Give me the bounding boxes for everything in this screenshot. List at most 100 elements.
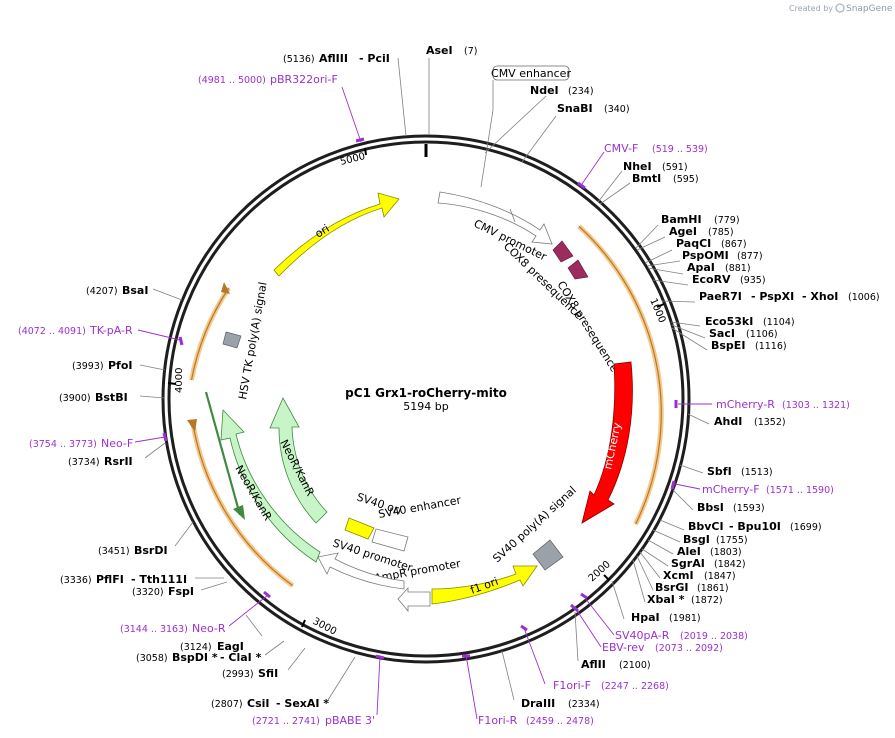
svg-text:- PciI: - PciI xyxy=(359,52,390,65)
cmv-enhancer-box xyxy=(492,65,570,81)
svg-text:(1303 .. 1321): (1303 .. 1321) xyxy=(782,400,850,411)
svg-text:(935): (935) xyxy=(740,275,766,286)
enzyme-bamhi: BamHI xyxy=(661,213,702,226)
ori-label: ori xyxy=(313,222,332,241)
svg-text:(4981 .. 5000): (4981 .. 5000) xyxy=(198,75,266,86)
svg-text:(1803): (1803) xyxy=(710,547,742,558)
snapgene-logo-icon xyxy=(835,3,845,13)
svg-text:(2807): (2807) xyxy=(211,699,243,710)
svg-text:- SexAI *: - SexAI * xyxy=(276,697,329,710)
svg-text:(1593): (1593) xyxy=(733,503,765,514)
enzyme-afiii: AflII xyxy=(581,658,606,671)
svg-text:(3734): (3734) xyxy=(68,457,100,468)
svg-text:(2019 .. 2038): (2019 .. 2038) xyxy=(680,631,748,642)
primer-ebv-rev: EBV-rev xyxy=(602,641,645,654)
enzyme-bsgi: BsgI xyxy=(683,533,710,546)
primer-pbabe3: pBABE 3' xyxy=(325,714,375,727)
svg-text:(4072 .. 4091): (4072 .. 4091) xyxy=(18,326,86,337)
enzyme-snabi: SnaBI xyxy=(557,102,593,115)
primer-f1ori-r: F1ori-R xyxy=(478,714,518,727)
f1-ori-label: f1 ori xyxy=(469,575,500,597)
enzyme-csii: CsiI xyxy=(247,697,269,710)
svg-text:(3320): (3320) xyxy=(132,587,164,598)
plasmid-size: 5194 bp xyxy=(403,400,448,413)
enzyme-bspei: BspEI xyxy=(711,339,745,352)
svg-text:(1842): (1842) xyxy=(714,559,746,570)
primer-mcherry-r: mCherry-R xyxy=(716,398,775,411)
enzyme-xbai: XbaI * xyxy=(647,593,685,606)
hsv-tk-label: HSV TK poly(A) signal xyxy=(236,281,269,401)
primer-sv40pa-r: SV40pA-R xyxy=(615,629,670,642)
ori-feature xyxy=(273,192,400,277)
enzyme-pfoi: PfoI xyxy=(108,359,133,372)
svg-text:(591): (591) xyxy=(662,162,688,173)
svg-text:- ClaI *: - ClaI * xyxy=(220,651,262,664)
backbone-inner xyxy=(167,140,685,658)
enzyme-hpai: HpaI xyxy=(631,611,660,624)
svg-text:(1847): (1847) xyxy=(704,571,736,582)
enzyme-leaders xyxy=(139,57,710,701)
enzyme-bsrdi: BsrDI xyxy=(134,544,168,557)
svg-text:(3124): (3124) xyxy=(180,642,212,653)
svg-text:(3336): (3336) xyxy=(60,575,92,586)
enzyme-pspomi: PspOMI xyxy=(682,249,729,262)
svg-text:(1571 .. 1590): (1571 .. 1590) xyxy=(766,485,834,496)
enzyme-ecorv: EcoRV xyxy=(692,273,731,286)
svg-text:(3451): (3451) xyxy=(98,546,130,557)
enzyme-asei: AseI xyxy=(426,44,453,57)
primer-cmv-f: CMV-F xyxy=(604,142,638,155)
svg-text:- Bpu10I: - Bpu10I xyxy=(729,520,781,533)
cox8-label-2: COX8 presequence xyxy=(554,279,621,375)
enzyme-paqci: PaqCI xyxy=(676,237,711,250)
sv40-promoter-feature xyxy=(317,552,405,590)
primer-mcherry-f: mCherry-F xyxy=(702,483,760,496)
cox8-presequence-2 xyxy=(567,259,589,280)
credit-prefix: Created by xyxy=(789,4,833,13)
svg-text:(1116): (1116) xyxy=(755,341,787,352)
enzyme-ahdi: AhdI xyxy=(714,415,742,428)
credit: Created by SnapGene xyxy=(789,3,893,14)
sv40-ori-feature xyxy=(344,517,375,540)
tick-4000: 4000 xyxy=(174,368,185,393)
primer-f1ori-f: F1ori-F xyxy=(553,679,591,692)
tick-5000: 5000 xyxy=(339,151,366,168)
enzyme-paer7i: PaeR7I xyxy=(699,290,742,303)
svg-text:(519 .. 539): (519 .. 539) xyxy=(652,144,708,155)
svg-text:(7): (7) xyxy=(464,46,477,57)
svg-text:(2247 .. 2268): (2247 .. 2268) xyxy=(601,681,669,692)
svg-text:(785): (785) xyxy=(708,227,734,238)
svg-text:(2100): (2100) xyxy=(619,660,651,671)
enzyme-afliii: AflIII xyxy=(319,52,348,65)
enzyme-bsai: BsaI xyxy=(122,284,148,297)
svg-text:(4207): (4207) xyxy=(86,286,118,297)
svg-text:(1861): (1861) xyxy=(697,583,729,594)
enzyme-bbvci: BbvCI xyxy=(688,520,724,533)
svg-text:(1352): (1352) xyxy=(754,417,786,428)
svg-text:(3993): (3993) xyxy=(72,361,104,372)
svg-text:(5136): (5136) xyxy=(283,54,315,65)
enzyme-saci: SacI xyxy=(709,327,735,340)
orf-arc-neokan xyxy=(190,420,295,588)
svg-text:(3900): (3900) xyxy=(59,393,91,404)
cox8-presequence-1 xyxy=(552,240,574,263)
primer-tk-pa-r: TK-pA-R xyxy=(89,324,133,337)
mcherry-feature xyxy=(581,361,633,524)
svg-text:(877): (877) xyxy=(737,251,763,262)
enzyme-bmti: BmtI xyxy=(632,172,661,185)
sv40-enhancer-label: SV40 enhancer xyxy=(377,494,462,521)
svg-text:(2721 .. 2741): (2721 .. 2741) xyxy=(252,716,320,727)
svg-text:(1006): (1006) xyxy=(848,292,880,303)
enzyme-alei: AleI xyxy=(677,545,701,558)
svg-text:(867): (867) xyxy=(721,239,747,250)
primer-markers xyxy=(134,86,712,720)
enzyme-labels: AseI (7) NdeI (234) SnaBI (340) NheI (59… xyxy=(59,44,880,710)
svg-text:(3144 .. 3163): (3144 .. 3163) xyxy=(120,624,188,635)
primer-neo-f: Neo-F xyxy=(101,437,133,450)
enzyme-eagi: EagI xyxy=(217,640,244,653)
enzyme-xcmi: XcmI xyxy=(663,569,694,582)
enzyme-sbfi: SbfI xyxy=(707,465,732,478)
plasmid-name: pC1 Grx1-roCherry-mito xyxy=(345,386,507,400)
backbone-outer xyxy=(161,134,691,664)
